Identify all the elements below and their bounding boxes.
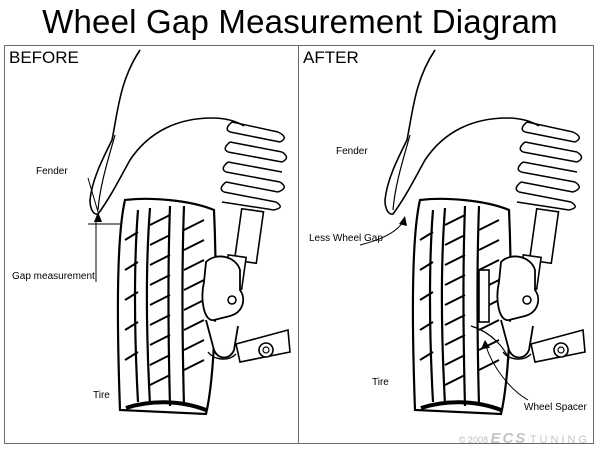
less-wheel-gap-label: Less Wheel Gap — [309, 233, 383, 244]
brand-text: ECS — [490, 430, 528, 447]
fender-label: Fender — [36, 166, 68, 177]
fender-label: Fender — [336, 146, 368, 157]
up-arrow-icon — [481, 340, 490, 349]
watermark-logo: © 2008 ECS TUNING — [459, 430, 590, 447]
fender-leader-line — [87, 177, 99, 213]
tire-label: Tire — [372, 377, 389, 388]
wheel-spacer-label: Wheel Spacer — [524, 402, 587, 413]
gap-measurement-label: Gap measurement — [12, 271, 95, 282]
before-assembly — [88, 48, 292, 416]
panel-divider — [298, 45, 299, 444]
before-heading: BEFORE — [9, 48, 79, 67]
after-assembly — [383, 48, 587, 416]
up-arrow-icon — [399, 216, 407, 226]
copyright-text: © 2008 — [458, 435, 488, 445]
spacer-leader-line — [485, 345, 529, 401]
diagram-frame — [4, 45, 594, 444]
up-arrow-icon — [94, 212, 102, 222]
brand-suffix: TUNING — [529, 434, 590, 446]
diagram-title: Wheel Gap Measurement Diagram — [42, 3, 558, 40]
after-heading: AFTER — [303, 48, 359, 67]
tire-label: Tire — [93, 390, 110, 401]
